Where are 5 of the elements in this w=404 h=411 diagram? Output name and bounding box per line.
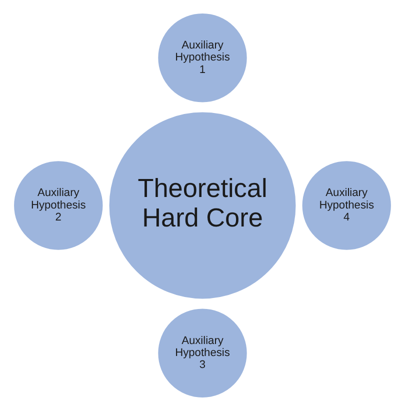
node-circle: Auxiliary Hypothesis 2 (12, 159, 104, 252)
node-circle: Auxiliary Hypothesis 3 (156, 306, 248, 400)
node-circle: Theoretical Hard Core (106, 110, 298, 301)
node-circle: Auxiliary Hypothesis 1 (156, 12, 248, 104)
node-circle: Auxiliary Hypothesis 4 (300, 159, 392, 252)
